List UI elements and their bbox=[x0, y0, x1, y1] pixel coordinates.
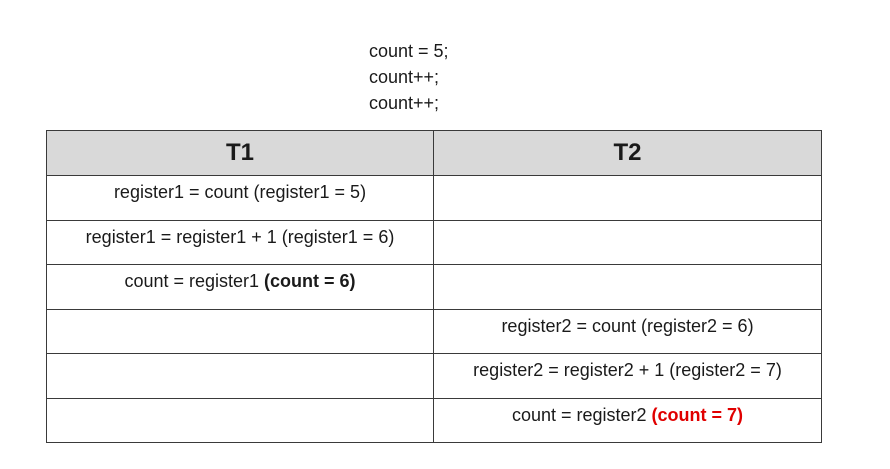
code-line: count++; bbox=[369, 67, 440, 87]
cell-text: register1 = count (register1 = 5) bbox=[113, 182, 367, 202]
t1-cell bbox=[46, 353, 434, 399]
t1-cell bbox=[46, 397, 434, 443]
table-row: count = register2 (count = 7) bbox=[46, 397, 822, 443]
cell-highlight-red: (count = 7) bbox=[651, 404, 744, 425]
column-header-t1: T1 bbox=[46, 130, 434, 176]
code-line: count = 5; bbox=[369, 41, 449, 61]
t2-cell: count = register2 (count = 7) bbox=[433, 397, 822, 443]
code-line: count++; bbox=[369, 93, 440, 113]
table-row: count = register1 (count = 6) bbox=[46, 264, 822, 310]
t2-cell bbox=[433, 175, 822, 221]
t1-cell: count = register1 (count = 6) bbox=[46, 264, 434, 310]
cell-text: count = register2 bbox=[511, 404, 652, 425]
t1-cell bbox=[46, 308, 434, 354]
cell-highlight: (count = 6) bbox=[264, 271, 356, 291]
table-row: register1 = count (register1 = 5) bbox=[46, 175, 822, 221]
table-row: register1 = register1 + 1 (register1 = 6… bbox=[46, 219, 822, 265]
t2-cell bbox=[433, 219, 822, 265]
t1-cell: register1 = count (register1 = 5) bbox=[46, 175, 434, 221]
table-row: register2 = register2 + 1 (register2 = 7… bbox=[46, 353, 822, 399]
t2-cell: register2 = count (register2 = 6) bbox=[433, 308, 822, 354]
t1-cell: register1 = register1 + 1 (register1 = 6… bbox=[46, 219, 434, 265]
cell-text: register1 = register1 + 1 (register1 = 6… bbox=[85, 226, 395, 247]
column-header-t2: T2 bbox=[433, 130, 822, 176]
thread-interleaving-table: T1 T2 register1 = count (register1 = 5) … bbox=[46, 130, 822, 443]
t2-cell bbox=[433, 264, 822, 310]
t2-cell: register2 = register2 + 1 (register2 = 7… bbox=[433, 353, 822, 399]
code-snippet: count = 5; count++; count++; bbox=[369, 38, 449, 116]
cell-text: count = register1 bbox=[124, 271, 265, 291]
table-row: register2 = count (register2 = 6) bbox=[46, 308, 822, 354]
cell-text: register2 = register2 + 1 (register2 = 7… bbox=[473, 360, 782, 380]
cell-text: register2 = count (register2 = 6) bbox=[501, 315, 754, 336]
table-header-row: T1 T2 bbox=[46, 130, 822, 176]
